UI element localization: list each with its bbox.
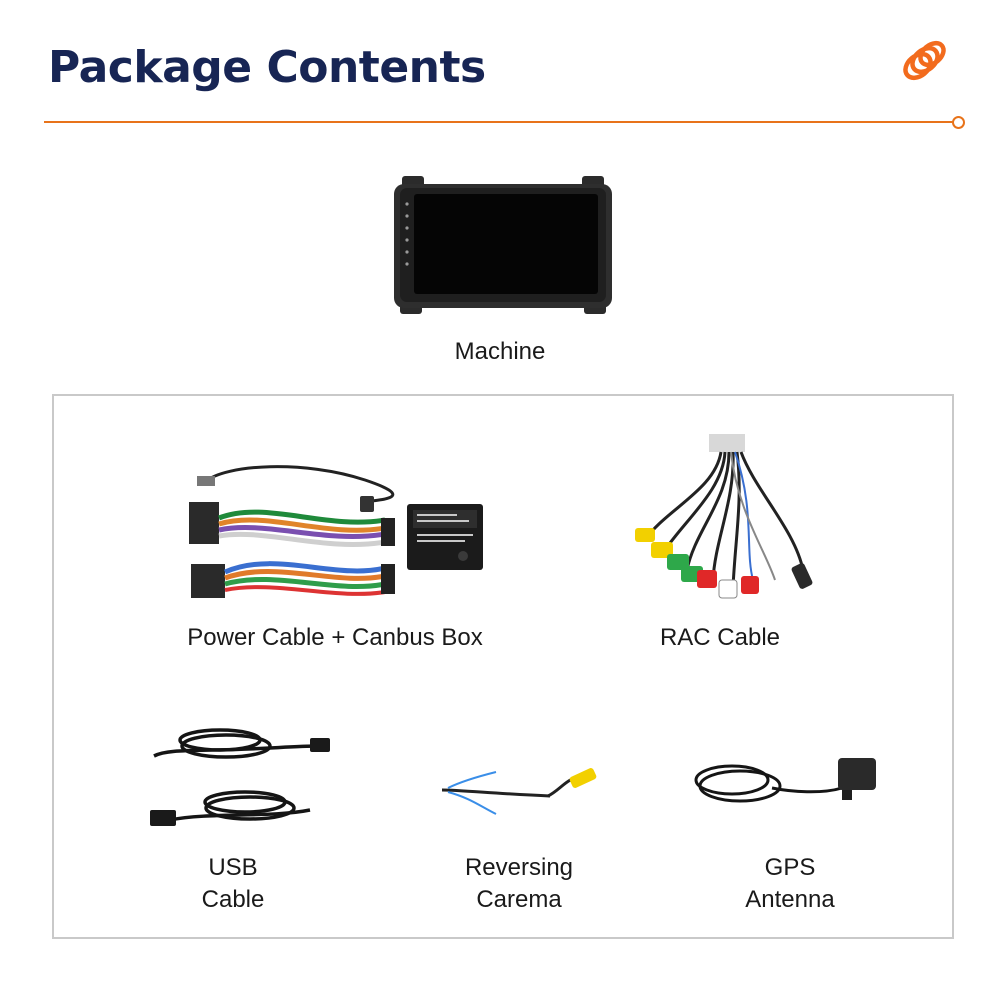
item-label-multiline: GPS Antenna (690, 852, 890, 916)
item-label-line1: USB (208, 854, 258, 881)
coil-logo-icon (903, 40, 946, 81)
gps-antenna-icon (694, 758, 876, 803)
usb-cable-icon (150, 728, 330, 826)
rca-cable-icon (635, 434, 813, 599)
item-label-line2: Antenna (745, 886, 835, 913)
item-label-line2: Carema (476, 886, 562, 913)
item-label-multiline: USB Cable (133, 852, 333, 916)
page-title: Package Contents (48, 42, 486, 93)
car-stereo-unit-icon (394, 176, 612, 314)
power-cable-canbus-icon (189, 465, 483, 598)
accessories-panel (52, 394, 954, 939)
item-label-line1: Reversing (464, 854, 574, 881)
header-divider-dot (952, 116, 965, 129)
header-divider (44, 121, 954, 123)
item-label-line1: GPS (764, 854, 816, 881)
item-label: Power Cable + Canbus Box (187, 624, 483, 651)
reversing-camera-cable-icon (441, 768, 597, 815)
item-label: RAC Cable (659, 624, 781, 651)
machine-label: Machine (454, 338, 546, 365)
item-label-line2: Cable (201, 886, 265, 913)
item-label-multiline: Reversing Carema (419, 852, 619, 916)
